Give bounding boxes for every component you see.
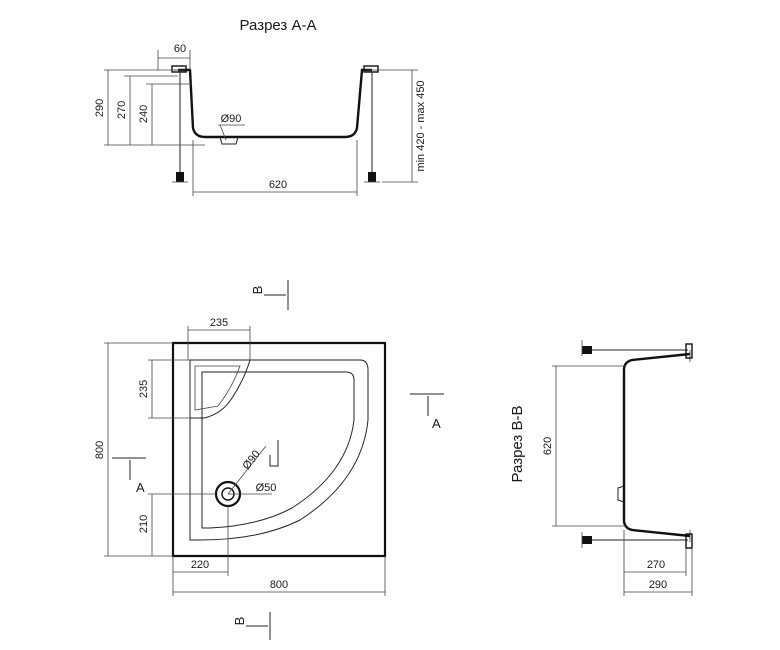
dim-bb-270: 270 bbox=[623, 530, 687, 596]
dim-aa-left: 290 270 240 bbox=[94, 69, 205, 146]
dim-plan-235-left: 235 bbox=[138, 359, 190, 419]
section-aa: Разрез А-А 60 bbox=[94, 17, 427, 196]
marker-b-top-label: B bbox=[250, 286, 265, 295]
dim-plan-220: 220 bbox=[172, 506, 229, 596]
marker-a-left: A bbox=[112, 457, 146, 495]
dim-aa-60: 60 bbox=[157, 43, 191, 70]
dim-plan-800-bottom: 800 bbox=[173, 556, 386, 596]
marker-a-left-label: A bbox=[136, 480, 145, 495]
section-aa-tray bbox=[171, 65, 380, 183]
section-bb: Разрез B-B 620 270 bbox=[509, 340, 693, 596]
dim-aa-60-label: 60 bbox=[174, 43, 186, 55]
plan-drain-inner-label: Ø50 bbox=[256, 482, 277, 494]
dim-aa-240-label: 240 bbox=[138, 105, 150, 123]
dim-plan-235-left-label: 235 bbox=[138, 380, 150, 398]
plan-basin bbox=[189, 359, 369, 541]
marker-b-bottom: B bbox=[232, 612, 271, 640]
dim-plan-210-label: 210 bbox=[138, 515, 150, 533]
dim-plan-220-label: 220 bbox=[191, 559, 209, 571]
marker-b-top: B bbox=[250, 280, 289, 310]
plan-seat bbox=[189, 359, 251, 419]
dim-aa-620-label: 620 bbox=[269, 179, 287, 191]
plan-view: B Ø90 Ø50 235 bbox=[94, 280, 444, 640]
dim-aa-290-label: 290 bbox=[94, 99, 106, 117]
section-bb-title: Разрез B-B bbox=[509, 406, 526, 483]
marker-a-right: A bbox=[410, 393, 444, 431]
dim-aa-height-label: min 420 - max 450 bbox=[415, 80, 427, 171]
dim-bb-290-label: 290 bbox=[649, 579, 667, 591]
dim-plan-800-bottom-label: 800 bbox=[270, 579, 288, 591]
dim-plan-800-left-label: 800 bbox=[94, 441, 106, 459]
dim-bb-620: 620 bbox=[542, 365, 626, 527]
dim-aa-270-label: 270 bbox=[116, 101, 128, 119]
dim-bb-270-label: 270 bbox=[647, 559, 665, 571]
dim-aa-height: min 420 - max 450 bbox=[378, 69, 427, 183]
aa-drain-callout: Ø90 bbox=[218, 113, 245, 141]
section-bb-tray bbox=[622, 352, 691, 538]
dim-plan-210: 210 bbox=[138, 493, 216, 556]
dim-plan-235-top: 235 bbox=[187, 317, 251, 360]
aa-drain-label: Ø90 bbox=[221, 113, 242, 125]
dim-bb-620-label: 620 bbox=[542, 437, 554, 455]
dim-bb-290: 290 bbox=[624, 548, 693, 596]
dim-plan-235-top-label: 235 bbox=[210, 317, 228, 329]
marker-a-right-label: A bbox=[432, 416, 441, 431]
dim-aa-620: 620 bbox=[192, 140, 358, 196]
section-aa-title: Разрез А-А bbox=[240, 17, 317, 34]
dim-plan-800-left: 800 bbox=[94, 342, 173, 557]
marker-b-bottom-label: B bbox=[232, 617, 247, 626]
